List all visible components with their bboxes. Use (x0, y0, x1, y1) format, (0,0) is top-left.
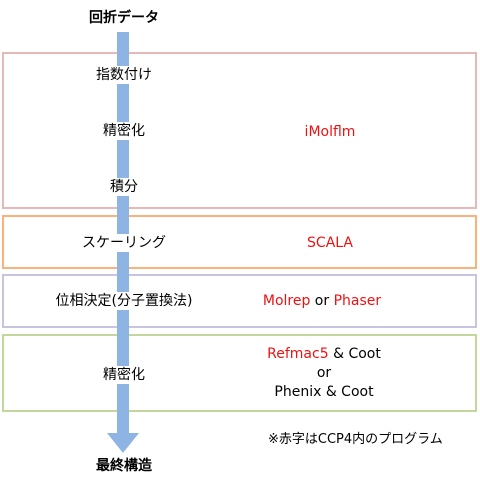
program-phaser: Phaser (333, 293, 382, 309)
program-refine-line1: Refmac5 & Coot (267, 345, 381, 364)
step-integration: 積分 (108, 178, 140, 196)
program-molrep: Molrep (262, 293, 311, 309)
step-phasing: 位相決定(分子置換法) (53, 292, 195, 310)
end-label: 最終構造 (96, 458, 152, 474)
program-coot: & Coot (328, 346, 381, 362)
step-indexing: 指数付け (94, 66, 154, 84)
step-refinement: 精密化 (101, 122, 147, 140)
footnote: ※赤字はCCP4内のプログラム (268, 432, 443, 447)
step-final-refinement: 精密化 (101, 366, 147, 384)
stage-box-refinement (2, 334, 477, 412)
program-refmac5: Refmac5 (267, 346, 329, 362)
or-connector: or (310, 293, 334, 309)
start-label: 回折データ (89, 10, 159, 26)
program-phenix-coot: Phenix & Coot (274, 384, 374, 400)
step-scaling: スケーリング (80, 234, 168, 252)
program-refine-block: Refmac5 & Coot or Phenix & Coot (267, 345, 381, 402)
arrow-head (107, 433, 139, 453)
program-imosflm: iMolflm (304, 124, 356, 140)
program-refine-or: or (316, 365, 332, 381)
stage-box-indexing (2, 52, 477, 209)
program-phasing-line: Molrep or Phaser (263, 292, 381, 310)
program-scala: SCALA (307, 235, 353, 251)
